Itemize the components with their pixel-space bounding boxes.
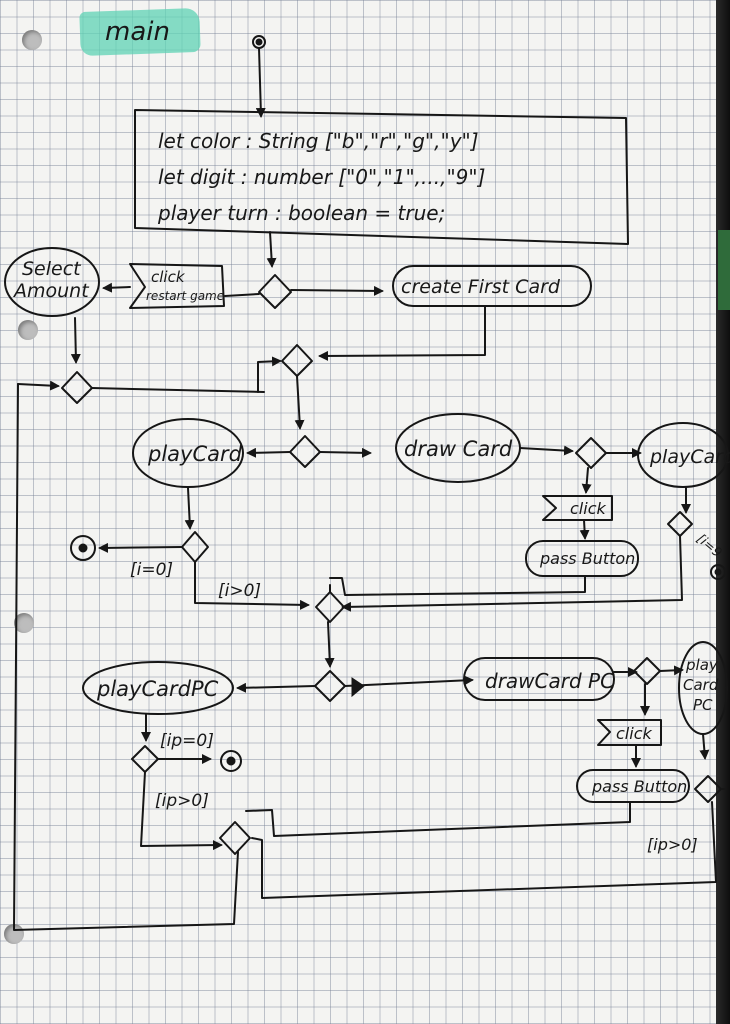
start-node-dot <box>255 38 263 46</box>
draw-card-pc-label: drawCard PC <box>485 669 614 693</box>
play-card-pc-right-label: play <box>685 656 719 674</box>
signal-click-2 <box>597 719 662 746</box>
pass-button-2-label: pass Button <box>591 777 687 796</box>
edge-pass-1-back <box>329 575 586 596</box>
declaration-line: let color : String ["b","r","g","y"] <box>158 129 479 153</box>
action-create-first-card <box>392 265 592 307</box>
declaration-box <box>134 109 629 245</box>
edge-pass-2-back <box>245 801 631 837</box>
edge-merge-to-decision-2 <box>294 375 305 430</box>
draw-card-label: draw Card <box>404 437 513 461</box>
edge-left-decision-right <box>91 387 265 393</box>
play-card-pc-right-label: PC <box>693 696 713 714</box>
decision-node-5 <box>633 657 661 685</box>
edge-play-card-pc-right-down <box>699 733 710 760</box>
edge-select-to-merge <box>70 317 81 364</box>
end-node-left <box>70 535 96 561</box>
edge-to-play-card <box>246 447 291 458</box>
decision-node-2 <box>289 435 321 468</box>
select-amount-label: Select <box>22 258 82 280</box>
guard-i0-label: [i=0] <box>130 560 173 580</box>
edge-to-play-card-pc <box>236 682 316 693</box>
edge-draw-to-decision-3 <box>519 445 574 456</box>
declaration-line: player turn : boolean = true; <box>157 201 445 225</box>
end-node-pc <box>220 750 242 772</box>
play-card-right-label: playCard <box>649 446 730 468</box>
decision-node-right-pc <box>694 775 722 803</box>
play-card-pc-right-label: Card <box>683 676 719 694</box>
guard-ip0-label: [ip=0] <box>160 731 214 751</box>
edge-to-click-restart <box>224 293 260 297</box>
edge-decl-to-decision <box>266 231 277 268</box>
click-2-label: click <box>616 724 652 743</box>
restart-game-label: restart game <box>146 289 224 303</box>
edge-to-draw-card-pc <box>344 675 474 687</box>
edge-click-to-pass-1 <box>579 519 590 540</box>
edge-right-decision-back <box>341 535 683 612</box>
merge-node-1 <box>281 344 313 377</box>
merge-node-3 <box>219 821 251 855</box>
edge-to-select-amount <box>102 282 131 293</box>
edge-outer-loop <box>13 383 239 931</box>
guard-ipgt0-left-label: [ip>0] <box>155 791 209 811</box>
end-node-right-dot <box>714 568 722 576</box>
action-play-card-right <box>637 422 729 488</box>
edge-merge-2-to-decision-4 <box>324 621 335 668</box>
diagram-title: main <box>105 17 170 47</box>
edge-to-click-1 <box>581 467 592 494</box>
click-restart-label: click <box>151 268 186 286</box>
decision-node-pc <box>131 745 159 773</box>
action-draw-card-pc <box>463 657 615 701</box>
guard-ipgt0-right-label: [ip>0] <box>647 835 698 854</box>
edge-i-gt-0 <box>194 561 310 610</box>
edge-create-to-merge <box>318 306 486 361</box>
edge-ip-gt-0 <box>140 771 223 851</box>
edge-to-create-first-card <box>290 285 384 296</box>
edge-right-pc-back <box>251 801 717 899</box>
end-node-pc-dot <box>226 756 236 766</box>
arrow-mark <box>351 677 365 698</box>
action-pass-button-1 <box>525 540 639 577</box>
play-card-pc-label: playCardPC <box>96 677 219 701</box>
action-select-amount <box>4 247 100 317</box>
action-play-card-pc <box>82 661 234 715</box>
decision-node-1 <box>258 274 292 309</box>
guard-igt0-label: [i>0] <box>218 581 261 601</box>
punch-hole <box>14 613 34 633</box>
edge-to-play-card-pc-right <box>659 665 684 676</box>
select-amount-label: Amount <box>12 280 90 302</box>
decision-node-4 <box>314 670 346 702</box>
end-node-left-dot <box>78 543 88 553</box>
action-pass-button-2 <box>576 769 690 803</box>
decision-node-right <box>667 511 693 537</box>
punch-hole <box>22 30 42 50</box>
click-1-label: click <box>570 499 606 518</box>
declaration-line: let digit : number ["0","1",...,"9"] <box>158 165 485 189</box>
decision-node-left <box>61 371 93 404</box>
end-node-right <box>710 564 726 580</box>
edge-start-to-decl <box>255 47 266 118</box>
punch-hole <box>18 320 38 340</box>
merge-node-2 <box>315 591 345 623</box>
decision-node-play <box>181 531 209 563</box>
edge-left-loop-to-merge <box>257 356 282 393</box>
signal-click-1 <box>542 495 613 521</box>
play-card-label: playCard <box>147 442 243 466</box>
decision-node-3 <box>575 437 607 469</box>
edge-to-end-node <box>98 542 183 553</box>
edge-outer-loop-to-decision <box>17 380 60 391</box>
desk-object <box>718 230 730 310</box>
action-play-card <box>132 418 244 488</box>
pass-button-1-label: pass Button <box>539 549 635 568</box>
edge-to-draw-card <box>319 447 372 458</box>
guard-right-label: [i=9 <box>693 532 724 561</box>
create-first-card-label: create First Card <box>401 276 561 298</box>
signal-click-restart <box>129 263 225 309</box>
edge-play-card-to-decision <box>184 487 195 530</box>
